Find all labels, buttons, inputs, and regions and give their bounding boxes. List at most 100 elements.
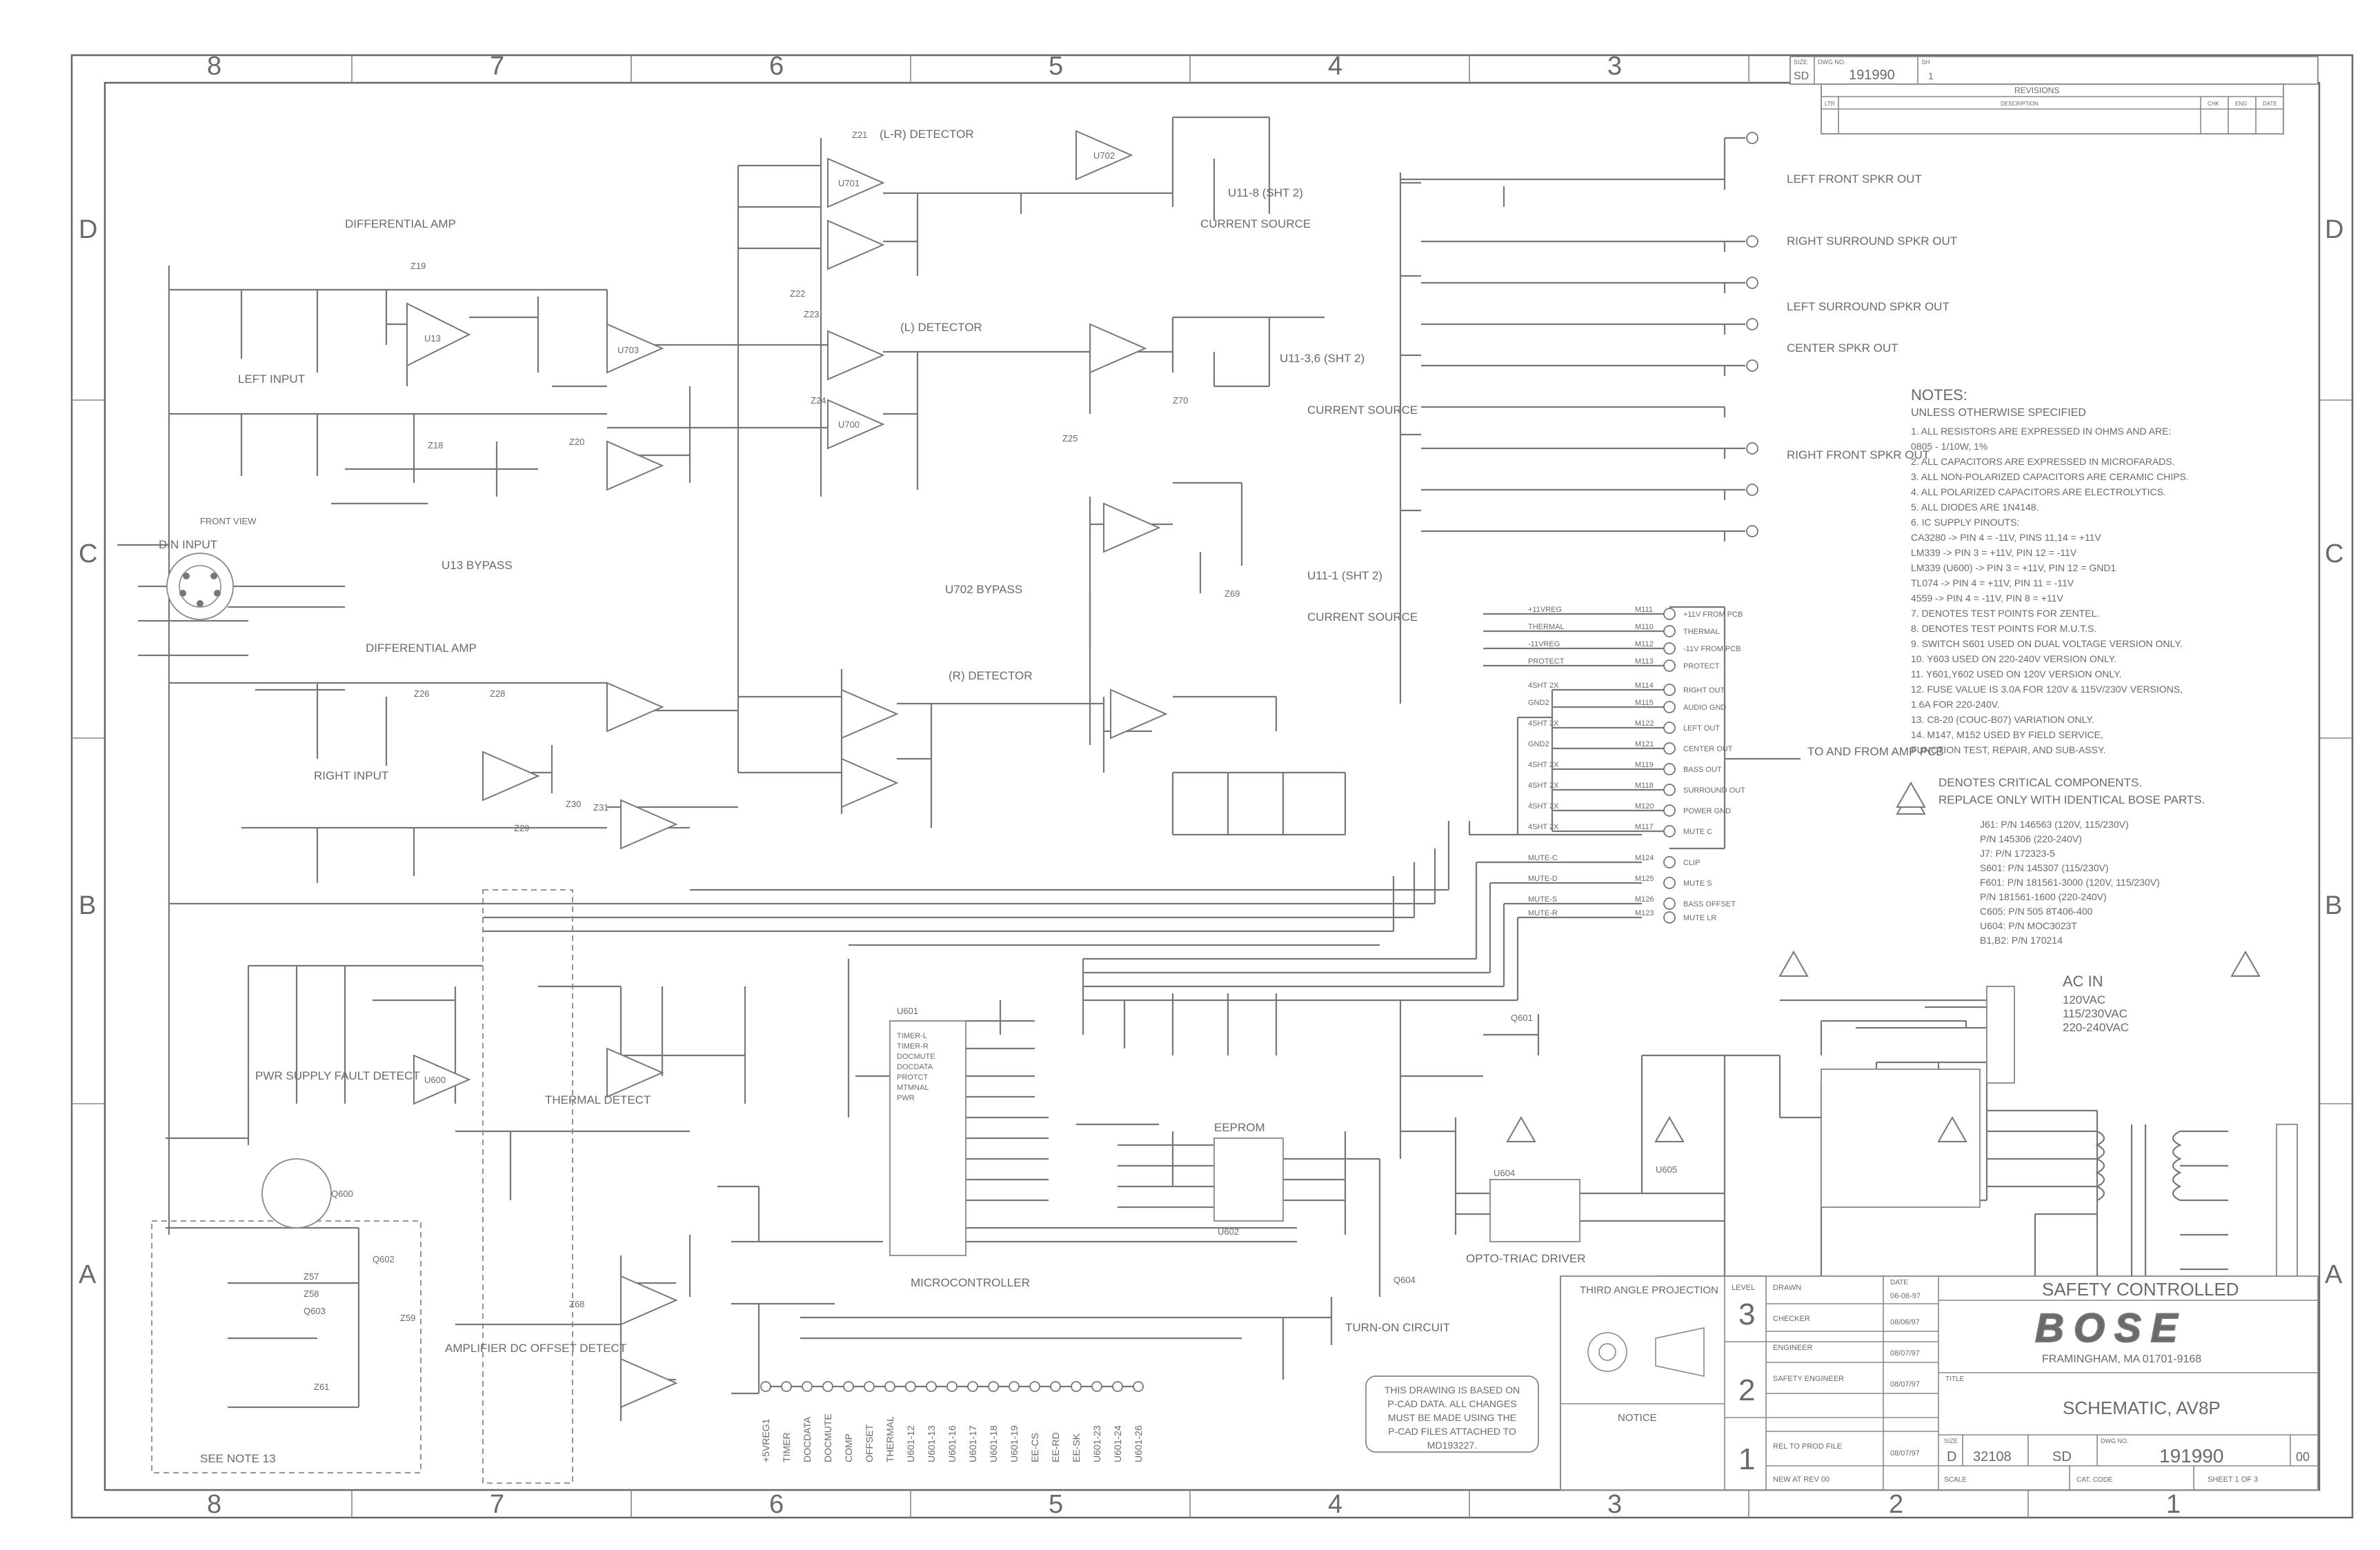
tp-z57: Z57 — [304, 1271, 319, 1282]
dwg-no-bottom: 191990 — [2159, 1445, 2223, 1467]
scale-label: SCALE — [1944, 1476, 1967, 1484]
connector-ref: M122 — [1635, 719, 1654, 728]
connector-left-label: THERMAL — [1528, 623, 1565, 631]
safety-controlled: SAFETY CONTROLLED — [2042, 1279, 2239, 1300]
connector-left-label: MUTE-R — [1528, 909, 1558, 917]
critical-sub: REPLACE ONLY WITH IDENTICAL BOSE PARTS. — [1938, 793, 2205, 806]
connector-ref: M126 — [1635, 895, 1654, 904]
connector-right-label: PROTECT — [1683, 662, 1720, 670]
ac-volts-1: 120VAC — [2063, 993, 2105, 1006]
critical-part-line: P/N 181561-1600 (220-240V) — [1980, 891, 2107, 902]
grid-row-b: B — [79, 891, 96, 920]
connector-right-label: MUTE S — [1683, 880, 1712, 888]
notes-title: NOTES: — [1911, 386, 1967, 404]
date-safety: 08/07/97 — [1890, 1380, 1920, 1389]
connector-left-label: GND2 — [1528, 740, 1549, 748]
notice-label: NOTICE — [1618, 1412, 1657, 1424]
bottom-signal-label: EE-RD — [1050, 1432, 1061, 1462]
bottom-test-point — [802, 1381, 813, 1392]
connector-right-label: -11V FROM PCB — [1683, 645, 1741, 653]
grid-row-d: D — [79, 215, 97, 244]
tp-z22: Z22 — [790, 288, 805, 299]
front-view-label: FRONT VIEW — [200, 516, 257, 526]
bottom-test-point — [1112, 1381, 1123, 1392]
inner-border — [103, 81, 2321, 1491]
bottom-test-point — [1050, 1381, 1061, 1392]
sh-label-top: SH — [1921, 59, 1930, 66]
test-points — [1663, 608, 1676, 924]
critical-part-line: B1,B2: P/N 170214 — [1980, 935, 2063, 946]
u702-bypass-label: U702 BYPASS — [945, 583, 1022, 596]
grid-col-6-bottom: 6 — [769, 1490, 784, 1519]
date-engineer: 08/07/97 — [1890, 1349, 1920, 1358]
bottom-signal-label: U601-17 — [967, 1425, 978, 1462]
comparator-u701b — [827, 219, 885, 270]
cad-note-5: MD193227. — [1427, 1440, 1477, 1451]
tp-z23: Z23 — [804, 309, 819, 319]
opamp-u702c — [1103, 502, 1161, 553]
din-connector — [166, 553, 234, 620]
notes-subtitle: UNLESS OTHERWISE SPECIFIED — [1911, 407, 2086, 419]
connector-left-label: GND2 — [1528, 699, 1549, 707]
revisions-label: REVISIONS — [2014, 86, 2059, 95]
micro-pin-4: PROTCT — [897, 1073, 929, 1082]
note-line: CA3280 -> PIN 4 = -11V, PINS 11,14 = +11… — [1911, 532, 2101, 543]
date-label: DATE — [1890, 1279, 1908, 1286]
to-amp-pcb-label: TO AND FROM AMP PCB — [1807, 745, 1944, 758]
thermal-detect-label: THERMAL DETECT — [545, 1093, 651, 1106]
cad-note-3: MUST BE MADE USING THE — [1388, 1412, 1516, 1423]
opto-triac-label: OPTO-TRIAC DRIVER — [1466, 1252, 1585, 1265]
note-line: 10. Y603 USED ON 220-240V VERSION ONLY. — [1911, 653, 2116, 664]
din-input-label: DIN INPUT — [159, 538, 217, 551]
bottom-signal-label: DOCDATA — [802, 1416, 813, 1462]
size-value: D — [1947, 1449, 1956, 1464]
grid-col-7-bottom: 7 — [490, 1490, 504, 1519]
eeprom-label: EEPROM — [1214, 1121, 1265, 1134]
note-line: 0805 - 1/10W, 1% — [1911, 441, 1987, 452]
connector-ref: M125 — [1635, 875, 1654, 883]
bottom-test-point — [946, 1381, 958, 1392]
warning-triangles — [1506, 788, 2261, 1142]
ic-ref-u702: U702 — [1093, 150, 1115, 161]
tp-z19: Z19 — [410, 261, 426, 271]
bottom-signal-label: U601-24 — [1112, 1425, 1123, 1462]
ic-ref-q603: Q603 — [304, 1306, 326, 1316]
bottom-test-point — [884, 1381, 895, 1392]
role-drawn: DRAWN — [1773, 1284, 1801, 1292]
sheet-label: SHEET 1 OF 3 — [2208, 1476, 2258, 1484]
amp-offset-label: AMPLIFIER DC OFFSET DETECT — [445, 1342, 626, 1355]
outer-border — [70, 54, 2354, 1519]
title-label: TITLE — [1945, 1375, 1965, 1383]
opamp-symbols — [406, 130, 1168, 1409]
grid-col-1-bottom: 1 — [2166, 1490, 2181, 1519]
role-new-rev: NEW AT REV 00 — [1773, 1476, 1829, 1484]
connector-right-label: POWER GND — [1683, 807, 1731, 815]
grid-row-d-right: D — [2325, 215, 2343, 244]
connector-right-label: MUTE C — [1683, 828, 1712, 836]
opamp-u703b — [606, 440, 664, 491]
eeprom-u602 — [1213, 1137, 1284, 1222]
see-note-13-label: SEE NOTE 13 — [200, 1452, 276, 1465]
title-block-top: SIZE SD DWG NO. 191990 SH 1 REVISIONS LT… — [1789, 56, 2319, 135]
grid-row-c-right: C — [2325, 539, 2343, 568]
opamp-u13-top — [406, 302, 471, 367]
bottom-signal-label: COMP — [843, 1433, 854, 1462]
rev-col-chk: CHK — [2208, 101, 2220, 107]
grid-col-8: 8 — [207, 52, 221, 81]
speaker-jacks — [1746, 132, 1758, 537]
note-line: 1.6A FOR 220-240V. — [1911, 699, 2000, 710]
opamp-u702d — [1110, 688, 1168, 739]
connector-left-label: MUTE-C — [1528, 854, 1558, 862]
connector-left-label: 4SHT 2X — [1528, 782, 1559, 790]
comparator-u600c — [620, 1275, 678, 1326]
connector-ref: M117 — [1635, 823, 1654, 831]
cad-note-1: THIS DRAWING IS BASED ON — [1385, 1384, 1520, 1395]
bottom-test-point — [1009, 1381, 1020, 1392]
fscm-value: 32108 — [1973, 1449, 2012, 1464]
note-line: 6. IC SUPPLY PINOUTS: — [1911, 517, 2019, 528]
grid-col-5: 5 — [1049, 52, 1063, 81]
note-line: LM339 -> PIN 3 = +11V, PIN 12 = -11V — [1911, 547, 2077, 558]
connector-left-label: +11VREG — [1528, 606, 1562, 614]
bottom-test-point — [967, 1381, 978, 1392]
